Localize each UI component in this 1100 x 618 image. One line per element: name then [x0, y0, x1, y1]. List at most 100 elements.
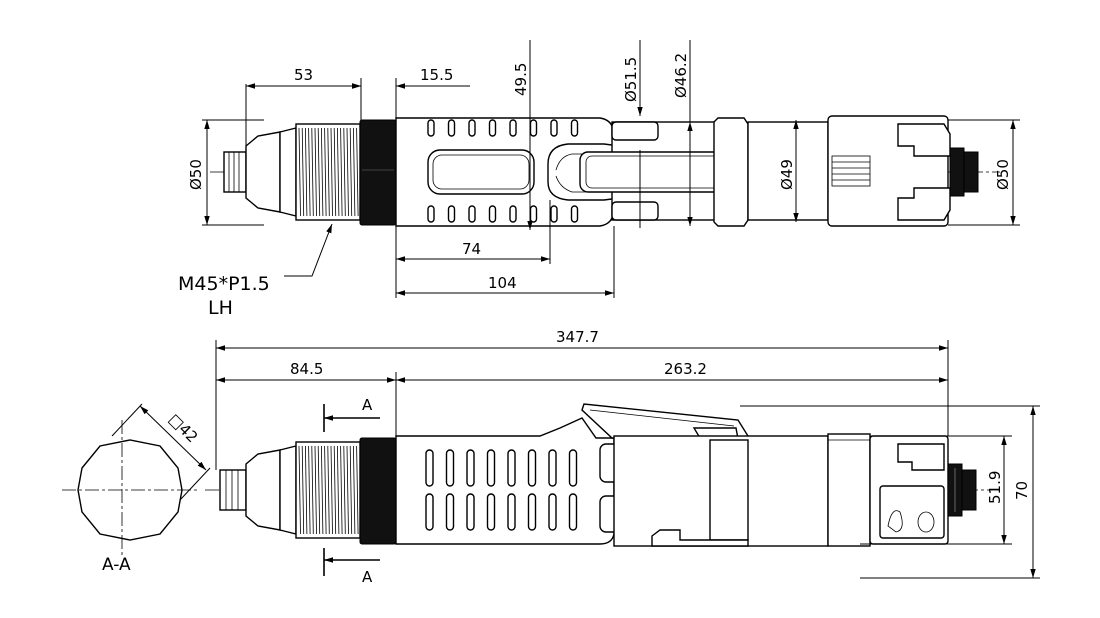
- dim-84-5: 84.5: [290, 360, 323, 378]
- thread-line: [317, 445, 321, 535]
- thread-line: [353, 445, 356, 535]
- dim-dia-51-5: Ø51.5: [622, 57, 640, 102]
- thread-line: [321, 127, 324, 217]
- dim-dia-46-2: Ø46.2: [672, 53, 690, 98]
- grip-slot: [529, 205, 538, 223]
- thread-line: [337, 127, 340, 217]
- thread-line: [346, 445, 349, 535]
- thread-line: [330, 127, 333, 217]
- grip-slot: [507, 449, 516, 487]
- thread-line: [343, 445, 346, 535]
- side-view: 347.7 84.5 263.2 51.9 70 A A: [205, 328, 1040, 586]
- thread-line: [308, 127, 311, 217]
- top-rod-section: [579, 121, 743, 221]
- dim-dia-49: Ø49: [778, 159, 796, 190]
- grip-slot: [570, 205, 579, 223]
- dim-347-7: 347.7: [556, 328, 599, 346]
- grip-slot: [570, 119, 579, 137]
- side-dimension-texts: 347.7 84.5 263.2 51.9 70 A A: [290, 328, 1031, 586]
- grip-slot: [468, 119, 476, 137]
- thread-line: [324, 445, 327, 535]
- side-rear-housing: [827, 433, 977, 547]
- side-dimension-lines: [215, 340, 1040, 579]
- thread-line: [298, 127, 301, 217]
- grip-slot: [447, 119, 456, 137]
- grip-slot: [427, 205, 435, 223]
- top-lock-nut: [359, 119, 397, 226]
- thread-line: [308, 445, 311, 535]
- thread-line: [343, 127, 346, 217]
- grip-slot: [548, 493, 557, 531]
- thread-line: [353, 127, 356, 217]
- thread-line: [327, 127, 330, 217]
- thread-line: [314, 445, 317, 535]
- thread-line: [349, 127, 353, 217]
- thread-line: [305, 127, 308, 217]
- thread-line: [324, 127, 327, 217]
- grip-slot: [425, 493, 434, 531]
- dim-dia-50-right: Ø50: [994, 159, 1012, 190]
- top-threaded-body: [295, 123, 361, 221]
- thread-line: [349, 445, 353, 535]
- thread-line: [311, 127, 314, 217]
- grip-slot: [568, 493, 578, 531]
- grip-slot: [507, 493, 516, 531]
- dim-dia-50-left: Ø50: [187, 159, 205, 190]
- top-nose-connector: [223, 127, 297, 217]
- grip-slot: [548, 449, 557, 487]
- section-mark-bottom: A: [362, 568, 373, 586]
- thread-line: [337, 445, 340, 535]
- thread-line: [346, 127, 349, 217]
- grip-slot: [509, 205, 517, 223]
- grip-slot: [550, 119, 558, 137]
- grip-slot: [427, 119, 435, 137]
- thread-note-line2: LH: [208, 297, 233, 319]
- thread-line: [317, 127, 321, 217]
- side-lock-nut: [359, 437, 397, 545]
- thread-line: [333, 445, 337, 535]
- side-mid-body: [613, 435, 829, 547]
- grip-slot: [527, 493, 537, 531]
- grip-slot: [445, 493, 455, 531]
- grip-slot: [468, 205, 476, 223]
- grip-slot: [425, 449, 434, 487]
- side-nose-connector: [219, 445, 297, 535]
- grip-slot: [529, 119, 538, 137]
- top-rear-housing: [713, 115, 979, 227]
- thread-line: [330, 445, 333, 535]
- grip-slot: [466, 449, 475, 487]
- grip-slot: [445, 449, 455, 487]
- thread-line: [305, 445, 308, 535]
- dim-70: 70: [1013, 481, 1031, 500]
- dim-263-2: 263.2: [664, 360, 707, 378]
- top-dimension-lines: [202, 40, 1020, 298]
- dim-square-42: □42: [165, 410, 201, 446]
- grip-slot: [568, 449, 578, 487]
- thread-line: [340, 127, 343, 217]
- thread-line: [340, 445, 343, 535]
- grip-slot: [488, 119, 497, 137]
- section-mark-top: A: [362, 396, 373, 414]
- thread-note-line1: M45*P1.5: [178, 273, 270, 295]
- thread-line: [321, 445, 324, 535]
- dim-53: 53: [294, 66, 313, 84]
- thread-line: [311, 445, 314, 535]
- grip-slot: [509, 119, 517, 137]
- thread-line: [333, 127, 337, 217]
- dim-104: 104: [488, 274, 517, 292]
- thread-line: [327, 445, 330, 535]
- grip-slot: [447, 205, 456, 223]
- dim-74: 74: [462, 240, 481, 258]
- thread-line: [314, 127, 317, 217]
- grip-slot: [486, 449, 496, 487]
- thread-line: [301, 127, 305, 217]
- grip-slot: [527, 449, 537, 487]
- grip-slot: [466, 493, 475, 531]
- thread-line: [301, 445, 305, 535]
- section-label: A-A: [102, 555, 131, 575]
- side-threaded-body: [295, 441, 361, 539]
- thread-line: [298, 445, 301, 535]
- grip-slot: [488, 205, 497, 223]
- dim-51-9: 51.9: [986, 471, 1004, 504]
